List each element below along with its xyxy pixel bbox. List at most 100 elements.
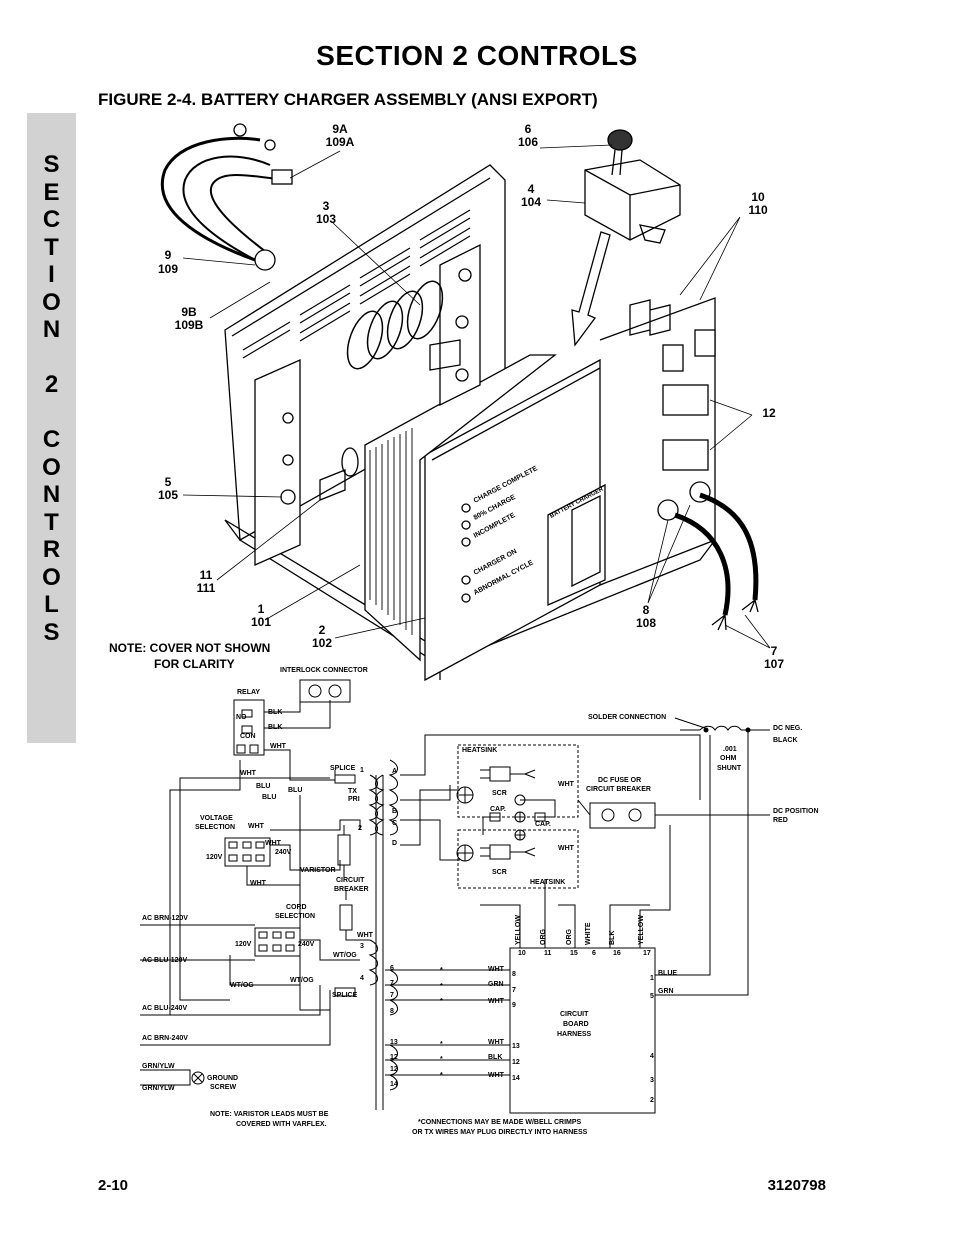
sec-14: 14: [390, 1081, 398, 1088]
varistor-label: VARISTOR: [300, 867, 336, 874]
blu-label-1: BLU: [256, 783, 270, 790]
wht-label-6: WHT: [357, 932, 374, 939]
wht-label-10: WHT: [488, 998, 505, 1005]
charger-assembly-illustration: [160, 123, 771, 682]
document-number: 3120798: [767, 1177, 826, 1194]
section-side-tab: S E C T I O N 2 C O N T R O L S: [27, 113, 76, 743]
sec-6: 6: [390, 965, 394, 972]
callout-1: 1: [258, 602, 265, 616]
sec-7a: 7: [390, 980, 394, 987]
ohm-line2: OHM: [720, 755, 737, 762]
callout-10: 10: [751, 190, 765, 204]
wire-white: WHITE: [585, 922, 592, 945]
callout-101: 101: [251, 615, 271, 629]
wt-og-1: WT/OG: [333, 952, 357, 959]
wire-yellow-2: YELLOW: [638, 915, 645, 945]
star-2: *: [440, 983, 443, 990]
callout-111: 111: [197, 581, 216, 595]
red-label: RED: [773, 817, 788, 824]
connections-note-2: OR TX WIRES MAY PLUG DIRECTLY INTO HARNE…: [412, 1129, 588, 1136]
star-5: *: [440, 1056, 443, 1063]
scr-label-2: SCR: [492, 869, 507, 876]
v240-label-1: 240V: [275, 849, 292, 856]
tap-d: D: [392, 840, 397, 847]
callout-2: 2: [319, 623, 326, 637]
wht-label-7: WHT: [558, 781, 575, 788]
star-4: *: [440, 1041, 443, 1048]
callout-107: 107: [764, 657, 784, 671]
tap-c: C: [392, 820, 397, 827]
voltage-selection-1: VOLTAGE: [200, 815, 233, 822]
callout-4: 4: [528, 182, 535, 196]
callout-105: 105: [158, 488, 178, 502]
callout-5: 5: [165, 475, 172, 489]
harness-1: CIRCUIT: [560, 1011, 589, 1018]
harness-2: BOARD: [563, 1021, 589, 1028]
wire-blk: BLK: [609, 931, 616, 945]
callout-6: 6: [525, 122, 532, 136]
cover-note-line1: NOTE: COVER NOT SHOWN: [109, 641, 270, 655]
screw-label: SCREW: [210, 1084, 236, 1091]
pin-10: 10: [518, 950, 526, 957]
pin-14: 14: [512, 1075, 520, 1082]
callout-7: 7: [771, 644, 778, 658]
no-label: NO: [236, 714, 247, 721]
sec-12a: 12: [390, 1054, 398, 1061]
heatsink-label-2: HEATSINK: [530, 879, 565, 886]
grn-label-1: GRN: [658, 988, 674, 995]
ohm-line3: SHUNT: [717, 765, 742, 772]
callout-109: 109: [158, 262, 178, 276]
callout-110: 110: [748, 203, 768, 217]
ac-brn-120: AC BRN-120V: [142, 915, 188, 922]
blk-label-2: BLK: [268, 724, 282, 731]
splice-label-1: SPLICE: [330, 765, 356, 772]
ac-blu-240: AC BLU-240V: [142, 1005, 187, 1012]
connections-note-1: *CONNECTIONS MAY BE MADE W/BELL CRIMPS: [418, 1119, 582, 1126]
dc-fuse-2: CIRCUIT BREAKER: [586, 786, 651, 793]
coil-wire: [346, 280, 444, 370]
pin-16: 16: [613, 950, 621, 957]
ohm-line1: .001: [723, 746, 737, 753]
leader-lines: [182, 144, 771, 649]
wht-label-5: WHT: [250, 880, 267, 887]
figure-title: FIGURE 2-4. BATTERY CHARGER ASSEMBLY (AN…: [98, 90, 598, 109]
scr-label-1: SCR: [492, 790, 507, 797]
tap-b: B: [392, 808, 397, 815]
con-label: CON: [240, 733, 256, 740]
sec-8: 8: [390, 1008, 394, 1015]
callout-9a: 9A: [332, 122, 348, 136]
dc-neg-label: DC NEG.: [773, 725, 802, 732]
blu-label-2: BLU: [262, 794, 276, 801]
callout-108: 108: [636, 616, 656, 630]
wht-label-1: WHT: [270, 743, 287, 750]
callout-104: 104: [521, 195, 541, 209]
heatsink-label-1: HEATSINK: [462, 747, 497, 754]
coil-1: 1: [360, 767, 364, 774]
callout-12: 12: [762, 406, 776, 420]
wht-label-2: WHT: [240, 770, 257, 777]
dc-fuse-1: DC FUSE OR: [598, 777, 641, 784]
ground-label: GROUND: [207, 1075, 238, 1082]
callout-3: 3: [323, 199, 330, 213]
pri-label: PRI: [348, 796, 360, 803]
pin-7: 7: [512, 987, 516, 994]
grn-ylw-2: GRN/YLW: [142, 1085, 175, 1092]
blue-label: BLUE: [658, 970, 677, 977]
callout-9: 9: [165, 248, 172, 262]
splice-label-2: SPLICE: [332, 992, 358, 999]
wt-og-2: WT/OG: [290, 977, 314, 984]
pin-4: 4: [650, 1053, 654, 1060]
cap-label-2: CAP.: [535, 821, 551, 828]
callout-8: 8: [643, 603, 650, 617]
voltage-selection-2: SELECTION: [195, 824, 235, 831]
selection-label: SELECTION: [275, 913, 315, 920]
blu-label-3: BLU: [288, 787, 302, 794]
star-3: *: [440, 998, 443, 1005]
callout-106: 106: [518, 135, 538, 149]
coil-2: 2: [358, 825, 362, 832]
solder-connection-label: SOLDER CONNECTION: [588, 714, 666, 721]
interlock-connector-label: INTERLOCK CONNECTOR: [280, 667, 368, 674]
pin-6: 6: [592, 950, 596, 957]
tx-label: TX: [348, 788, 357, 795]
blk-label-1: BLK: [268, 709, 282, 716]
